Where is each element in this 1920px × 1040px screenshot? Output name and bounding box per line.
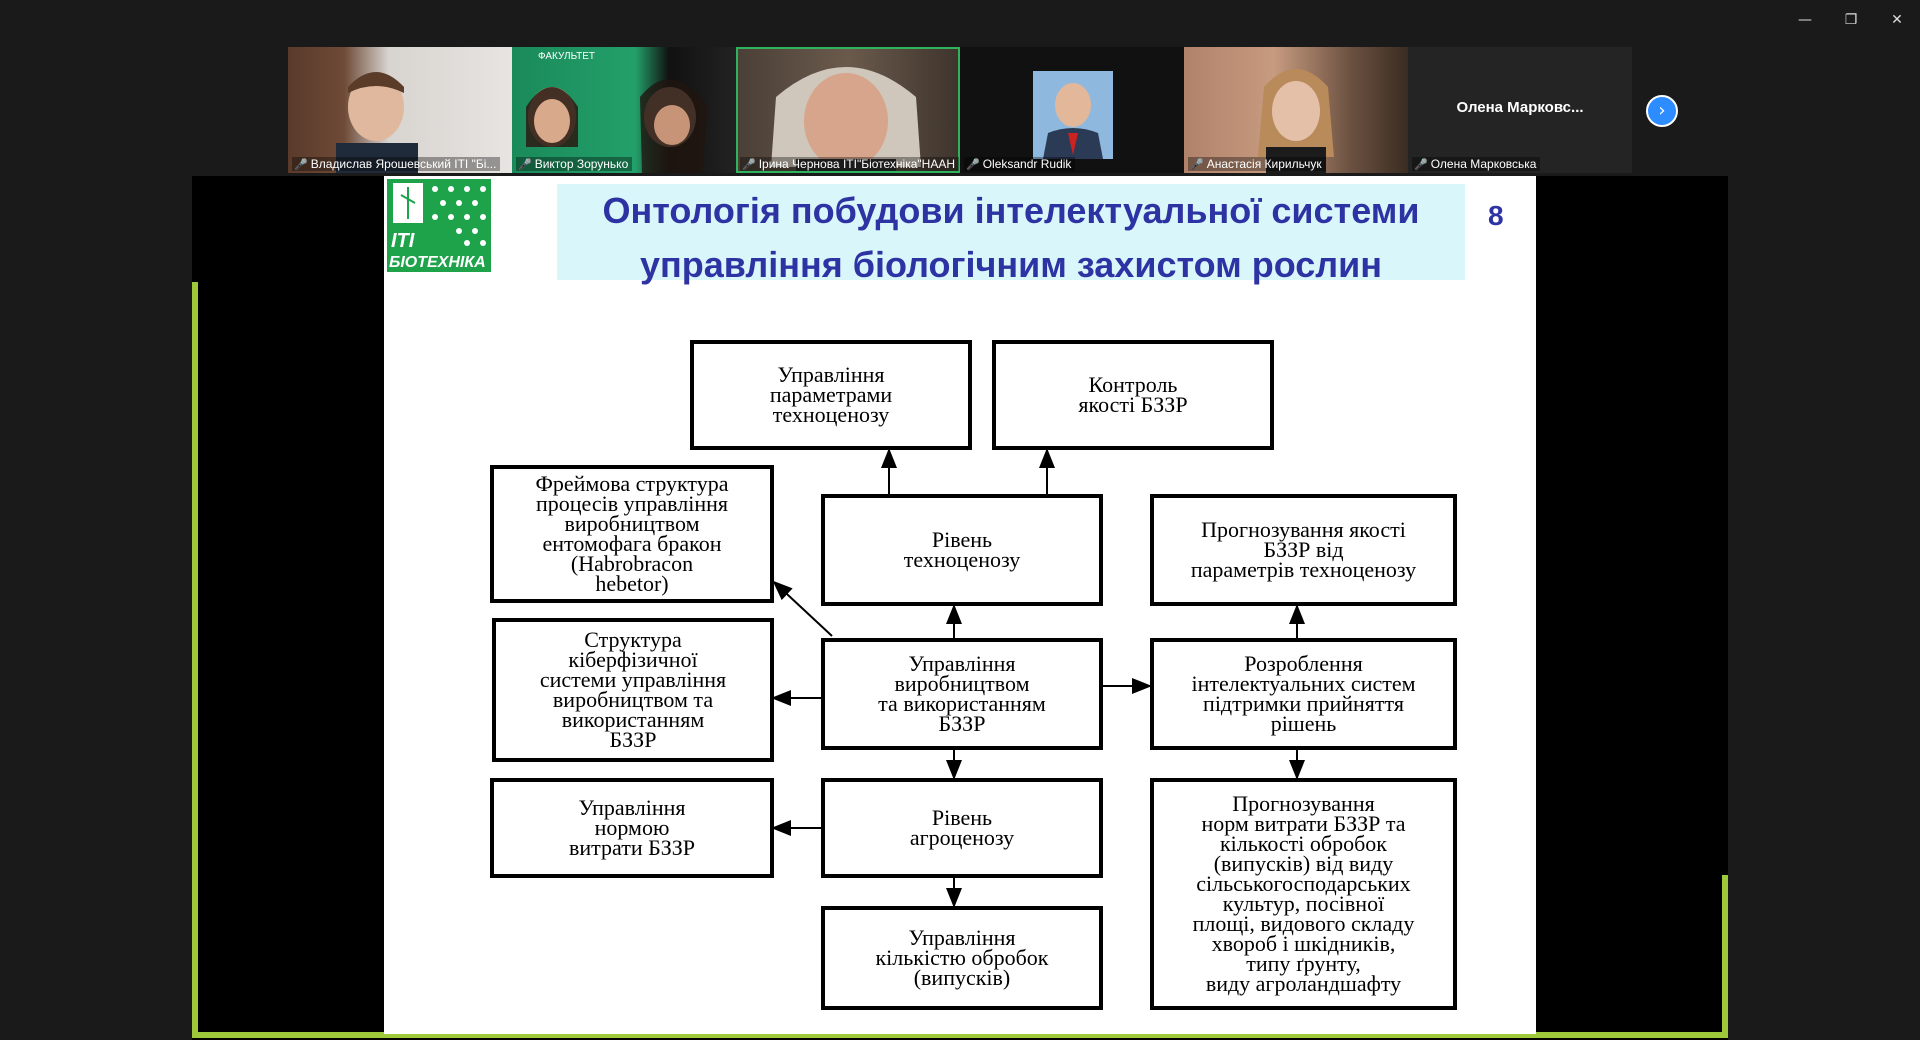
muted-mic-icon: 🎤 bbox=[1190, 159, 1204, 171]
participant-video: ФАКУЛЬТЕТ bbox=[526, 51, 708, 173]
chevron-right-icon: › bbox=[1658, 100, 1666, 121]
restore-button[interactable]: ❐ bbox=[1844, 12, 1858, 28]
diagram-box-consumption-rate: Управління нормою витрати БЗЗР bbox=[490, 778, 774, 878]
participant-tile[interactable]: 🎤Владислав Ярошевський ІТІ "Бі... bbox=[288, 47, 512, 173]
participant-video bbox=[336, 72, 418, 173]
participant-tile-active-speaker[interactable]: 🎤Ірина Чернова ІТІ"Біотехніка"НААН bbox=[736, 47, 960, 173]
participant-name: Олена Марковська bbox=[1430, 157, 1537, 171]
svg-text:ІТІ: ІТІ bbox=[391, 230, 415, 252]
slide-number: 8 bbox=[1488, 200, 1504, 231]
participant-tile[interactable]: 🎤Oleksandr Rudik bbox=[960, 47, 1184, 173]
diagram-box-frame-structure: Фреймова структура процесів управління в… bbox=[490, 465, 774, 603]
participant-video bbox=[771, 67, 921, 173]
diagram-box-quality-control: Контроль якості БЗЗР bbox=[992, 340, 1274, 450]
svg-text:ФАКУЛЬТЕТ: ФАКУЛЬТЕТ bbox=[538, 51, 595, 62]
participant-name: Виктор Зорунько bbox=[534, 157, 629, 171]
participant-name: Ірина Чернова ІТІ"Біотехніка"НААН bbox=[758, 157, 956, 171]
participant-name: Анастасія Кирильчук bbox=[1206, 157, 1322, 171]
muted-mic-icon: 🎤 bbox=[518, 159, 532, 171]
participant-tile[interactable]: Олена Марковс... 🎤Олена Марковська bbox=[1408, 47, 1632, 173]
muted-mic-icon: 🎤 bbox=[1414, 159, 1428, 171]
participant-video bbox=[1258, 69, 1334, 173]
diagram-box-production-management: Управління виробництвом та використанням… bbox=[821, 638, 1103, 750]
next-participants-button[interactable]: › bbox=[1646, 95, 1678, 127]
participant-tile[interactable]: 🎤Анастасія Кирильчук bbox=[1184, 47, 1408, 173]
diagram-arrows bbox=[771, 448, 1305, 908]
iti-biotechnika-logo: ІТІ БІОТЕХНІКА bbox=[387, 179, 491, 272]
participant-name: Oleksandr Rudik bbox=[982, 157, 1072, 171]
svg-text:БІОТЕХНІКА: БІОТЕХНІКА bbox=[389, 254, 486, 271]
participant-display-name: Олена Марковс... bbox=[1456, 99, 1584, 116]
diagram-box-decision-support: Розроблення інтелектуальних систем підтр… bbox=[1150, 638, 1457, 750]
participant-name: Владислав Ярошевський ІТІ "Бі... bbox=[310, 157, 497, 171]
participant-tile[interactable]: ФАКУЛЬТЕТ 🎤Виктор Зорунько bbox=[512, 47, 736, 173]
presentation-slide: ІТІ БІОТЕХНІКА Онтологія побудови інтеле… bbox=[384, 176, 1536, 1034]
muted-mic-icon: 🎤 bbox=[966, 159, 980, 171]
diagram-box-treatments-count: Управління кількістю обробок (випусків) bbox=[821, 906, 1103, 1010]
diagram-box-technocenosis-parameters: Управління параметрами техноценозу bbox=[690, 340, 972, 450]
diagram-box-agrocenosis-level: Рівень агроценозу bbox=[821, 778, 1103, 878]
share-border-right bbox=[1722, 875, 1728, 1038]
share-border-bottom bbox=[192, 1032, 1728, 1038]
share-border-left bbox=[192, 282, 198, 1038]
close-button[interactable]: ✕ bbox=[1891, 12, 1903, 28]
diagram-box-cyberphysical-structure: Структура кіберфізичної системи управлін… bbox=[492, 618, 774, 762]
diagram-box-norms-forecast: Прогнозування норм витрати БЗЗР та кільк… bbox=[1150, 778, 1457, 1010]
participant-avatar-photo bbox=[1033, 71, 1113, 159]
muted-mic-icon: 🎤 bbox=[742, 159, 756, 171]
minimize-button[interactable]: — bbox=[1798, 12, 1812, 28]
diagram-box-technocenosis-level: Рівень техноценозу bbox=[821, 494, 1103, 606]
slide-title: Онтологія побудови інтелектуальної систе… bbox=[557, 184, 1465, 285]
muted-mic-icon: 🎤 bbox=[294, 159, 308, 171]
diagram-box-quality-forecast: Прогнозування якості БЗЗР від параметрів… bbox=[1150, 494, 1457, 606]
